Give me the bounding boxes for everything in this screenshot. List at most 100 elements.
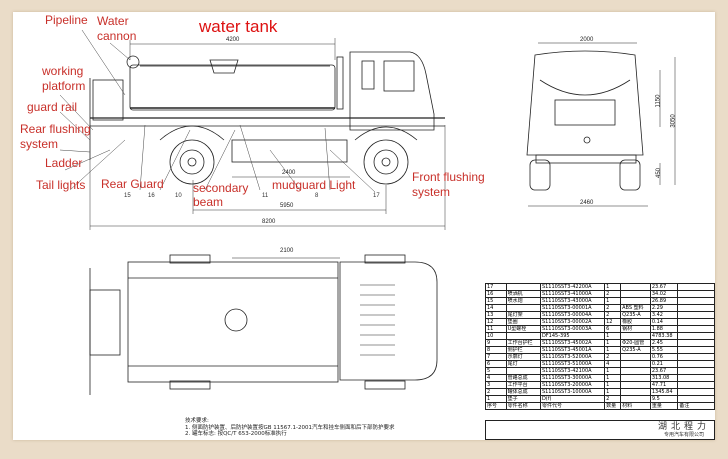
- dim-height-1150: 1150: [655, 94, 662, 108]
- callout-number: 8: [315, 193, 319, 199]
- table-cell: 12: [604, 318, 622, 326]
- table-cell: S1110SST3-51000A: [539, 360, 606, 368]
- table-cell: 零件代号: [539, 402, 606, 410]
- dim-wheelbase: 5950: [280, 203, 294, 209]
- table-cell: 17: [485, 283, 507, 291]
- label-working-platform-2: platform: [42, 79, 86, 93]
- dim-front-width-top: 2000: [580, 37, 594, 43]
- exhaust: [336, 56, 344, 110]
- table-cell: [677, 318, 715, 326]
- table-cell: DF145-395: [539, 332, 606, 340]
- label-water-cannon-2: cannon: [97, 29, 137, 43]
- callout-number: 11: [262, 193, 269, 199]
- table-cell: [677, 332, 715, 340]
- table-cell: S1110SST3-30000A: [539, 374, 606, 382]
- table-cell: [677, 339, 715, 347]
- table-cell: 26.89: [649, 297, 679, 305]
- table-cell: [620, 381, 651, 389]
- label-secondary-beam: secondary: [193, 181, 249, 195]
- table-header-row: 序号零件名称零件代号数量材料重量备注: [485, 402, 715, 410]
- table-cell: 喷洒机: [505, 290, 541, 298]
- table-cell: 6: [485, 360, 507, 368]
- table-cell: 3.42: [649, 311, 679, 319]
- table-cell: 16: [485, 290, 507, 298]
- note-line: 2. 罐车标志: 按QC/T 653-2000标准执行: [185, 431, 287, 437]
- table-cell: 尾灯: [505, 360, 541, 368]
- table-cell: S1110SST3-42200A: [539, 283, 606, 291]
- table-cell: 重量: [649, 402, 679, 410]
- label-secondary-beam-2: beam: [193, 195, 224, 209]
- table-cell: 示廓灯: [505, 353, 541, 361]
- table-cell: Q235-A: [620, 346, 651, 354]
- table-cell: 11: [485, 325, 507, 333]
- dimension-lines: [89, 38, 446, 230]
- table-cell: 5.55: [649, 346, 679, 354]
- table-cell: 1: [604, 388, 622, 396]
- table-cell: S1110SST3-00003A: [539, 325, 606, 333]
- table-cell: [677, 325, 715, 333]
- table-cell: [620, 353, 651, 361]
- working-platform: [92, 79, 124, 121]
- table-cell: 2.45: [649, 339, 679, 347]
- table-cell: 12: [485, 318, 507, 326]
- table-cell: 1: [604, 297, 622, 305]
- table-cell: 1: [604, 367, 622, 375]
- label-front-flushing: Front flushing: [412, 170, 485, 184]
- top-view-truck: [89, 254, 438, 395]
- table-cell: 工作平台: [505, 381, 541, 389]
- table-cell: [677, 367, 715, 375]
- table-cell: 2.29: [649, 304, 679, 312]
- table-cell: 15: [485, 297, 507, 305]
- table-cell: 2: [604, 395, 622, 403]
- title-block: 湖北程力 专用汽车有限公司: [485, 420, 715, 440]
- label-ladder: Ladder: [45, 156, 83, 170]
- table-cell: 垫圈: [505, 318, 541, 326]
- table-cell: [677, 374, 715, 382]
- table-cell: [505, 367, 541, 375]
- table-cell: 1345.84: [649, 388, 679, 396]
- table-cell: 0.21: [649, 360, 679, 368]
- table-cell: S1110SST3-45001A: [539, 346, 606, 354]
- table-cell: [505, 332, 541, 340]
- table-cell: 橡胶: [620, 318, 651, 326]
- label-water-cannon: Water: [97, 14, 129, 28]
- dim-top-width: 2100: [280, 248, 294, 254]
- front-wheel: [363, 139, 409, 185]
- table-cell: Φ20-圆管: [620, 339, 651, 347]
- table-cell: [677, 395, 715, 403]
- callout-number: 10: [175, 193, 182, 199]
- table-cell: [620, 332, 651, 340]
- cab-top: [339, 261, 438, 381]
- table-cell: [620, 297, 651, 305]
- table-cell: [620, 395, 651, 403]
- table-cell: 9: [485, 339, 507, 347]
- table-cell: D(f): [539, 395, 606, 403]
- table-cell: 2: [604, 304, 622, 312]
- table-cell: 垫子: [505, 395, 541, 403]
- table-cell: S1110SST3-10000A: [539, 388, 606, 396]
- table-cell: [677, 304, 715, 312]
- callout-number: 16: [148, 193, 155, 199]
- table-cell: 3: [485, 381, 507, 389]
- label-working-platform: working: [42, 64, 84, 78]
- table-cell: 1: [604, 332, 622, 340]
- table-cell: [620, 360, 651, 368]
- table-cell: 4: [485, 374, 507, 382]
- table-cell: S1110SST3-00004A: [539, 311, 606, 319]
- manhole: [224, 308, 248, 332]
- table-cell: 34.02: [649, 290, 679, 298]
- table-cell: 2: [485, 388, 507, 396]
- table-cell: 2: [604, 290, 622, 298]
- table-cell: S1110SST3-43000A: [539, 297, 606, 305]
- table-cell: 1: [485, 395, 507, 403]
- drawing-title: water tank: [199, 17, 278, 36]
